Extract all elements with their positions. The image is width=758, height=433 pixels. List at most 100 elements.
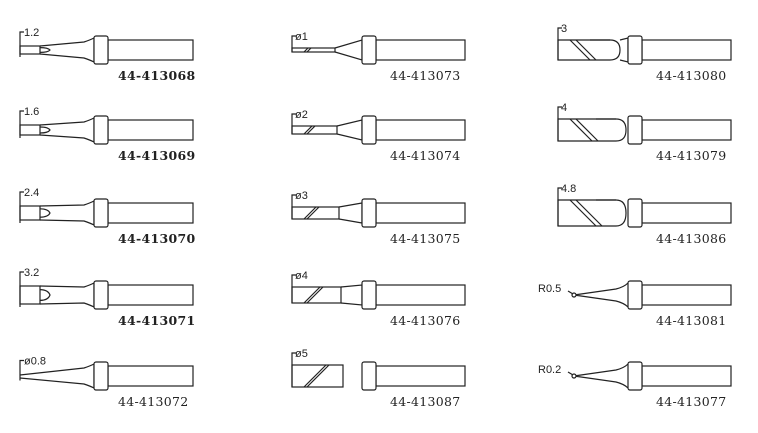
collar — [93, 35, 109, 65]
dimension-bracket — [291, 274, 296, 303]
shank — [375, 284, 466, 306]
dimension-bracket — [19, 31, 24, 57]
tip-44-413077: R0.244-413077 — [538, 361, 732, 409]
leader-line — [567, 290, 574, 295]
tip-44-413071: 3.2 44-413071 — [19, 267, 195, 328]
tip-44-413068: 1.244-413068 — [19, 27, 195, 83]
dimension-bracket — [291, 352, 296, 387]
shank — [375, 39, 466, 61]
part-number: 44-413072 — [118, 394, 189, 409]
tip-44-413079: 4 44-413079 — [557, 102, 732, 163]
tip-bevel — [569, 118, 599, 142]
shank — [375, 365, 466, 387]
tip-bevel — [39, 289, 51, 301]
dimension-label: R0.5 — [538, 283, 561, 295]
tip-44-413070: 2.444-413070 — [19, 187, 195, 246]
dimension-bracket — [557, 187, 562, 226]
tip-44-413072: ø0.8 44-413072 — [19, 356, 194, 409]
collar — [627, 35, 643, 65]
tip-bevel — [39, 208, 51, 218]
shank — [641, 119, 732, 141]
part-number: 44-413073 — [390, 68, 461, 83]
tip-neck — [619, 37, 629, 63]
tip-blade — [19, 45, 41, 55]
shank — [107, 119, 194, 141]
collar — [627, 361, 643, 391]
tip-bevel — [303, 364, 330, 388]
dimension-label: 4.8 — [561, 183, 576, 195]
dimension-label: ø0.8 — [24, 356, 46, 368]
part-number: 44-413071 — [118, 313, 195, 328]
dimension-label: ø3 — [295, 190, 308, 202]
tip-44-413073: ø1 44-413073 — [291, 31, 466, 83]
dimension-label: 4 — [561, 102, 567, 114]
collar — [361, 361, 377, 391]
tip-shaft — [291, 286, 342, 304]
tip-rounded-end — [596, 118, 627, 142]
dimension-label: 3.2 — [24, 267, 39, 279]
part-number: 44-413086 — [656, 231, 727, 246]
tip-blade — [557, 39, 610, 61]
dimension-label: ø1 — [295, 31, 308, 43]
tip-bevel — [303, 47, 312, 53]
tip-taper — [338, 202, 363, 224]
tip-blade — [19, 124, 41, 136]
tip-44-413081: R0.5 44-413081 — [538, 280, 732, 328]
tip-taper — [336, 119, 363, 141]
collar — [627, 115, 643, 145]
tip-taper — [19, 363, 95, 389]
collar — [93, 115, 109, 145]
dimension-bracket — [19, 110, 24, 138]
dimension-bracket — [557, 106, 562, 141]
shank — [641, 202, 732, 224]
tip-bevel — [39, 126, 51, 134]
tip-taper — [39, 282, 95, 308]
dimension-bracket — [19, 359, 24, 381]
collar — [361, 280, 377, 310]
collar — [361, 198, 377, 228]
tip-blade — [19, 285, 41, 305]
tip-rounded-end — [590, 39, 621, 61]
tip-44-413086: 4.8 44-413086 — [557, 183, 732, 246]
tip-bevel — [569, 39, 597, 61]
tip-bevel — [303, 206, 320, 220]
part-number: 44-413079 — [656, 148, 727, 163]
tip-taper — [39, 200, 95, 226]
tip-44-413087: ø5 44-413087 — [291, 348, 466, 409]
tip-bevel — [303, 125, 316, 135]
tip-rounded-end — [596, 199, 627, 227]
tip-taper — [340, 284, 363, 306]
dimension-label: 1.6 — [24, 106, 39, 118]
tip-bevel — [303, 286, 324, 304]
collar — [361, 115, 377, 145]
tip-bevel — [569, 199, 603, 227]
tip-cone — [573, 363, 629, 389]
dimension-label: 3 — [561, 23, 567, 35]
dimension-label: ø4 — [295, 270, 308, 282]
dimension-bracket — [291, 113, 296, 134]
dimension-bracket — [19, 191, 24, 223]
collar — [93, 198, 109, 228]
dimension-bracket — [291, 194, 296, 219]
tip-taper — [39, 37, 95, 63]
dimension-label: R0.2 — [538, 364, 561, 376]
dimension-label: 1.2 — [24, 27, 39, 39]
dimension-bracket — [291, 35, 296, 52]
tip-taper — [334, 39, 363, 61]
part-number: 44-413087 — [390, 394, 461, 409]
dimension-bracket — [557, 27, 562, 60]
tip-shaft — [291, 47, 336, 53]
dimension-label: ø5 — [295, 348, 308, 360]
part-number: 44-413081 — [656, 313, 727, 328]
tip-44-413069: 1.644-413069 — [19, 106, 195, 163]
collar — [93, 280, 109, 310]
tip-44-413080: 344-413080 — [557, 23, 732, 83]
collar — [627, 280, 643, 310]
leader-line — [567, 371, 574, 376]
shank — [641, 39, 732, 61]
